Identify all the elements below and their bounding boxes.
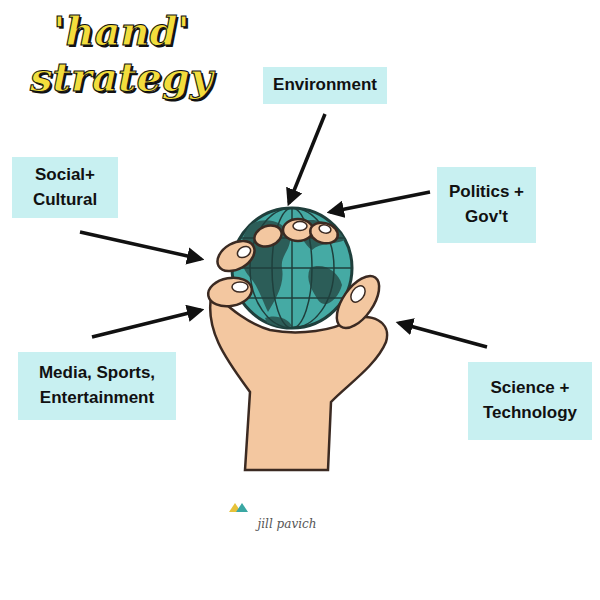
title-heading: 'hand' strategy <box>14 8 229 100</box>
finger-nails <box>232 222 368 305</box>
topic-label: Social+ Cultural <box>22 163 108 212</box>
pointer-arrows <box>80 114 487 347</box>
topic-box: Social+ Cultural <box>12 157 118 218</box>
topic-label: Environment <box>273 73 377 98</box>
topic-label: Media, Sports, Entertainment <box>28 361 166 410</box>
topic-label: Science + Technology <box>478 376 582 425</box>
topic-box: Media, Sports, Entertainment <box>18 352 176 420</box>
logo-mark <box>229 503 248 512</box>
topic-label: Politics + Gov't <box>447 180 526 229</box>
topic-box: Environment <box>263 67 387 104</box>
topic-box: Politics + Gov't <box>437 167 536 243</box>
topic-box: Science + Technology <box>468 362 592 440</box>
watermark: jill pavich <box>222 517 352 531</box>
hand-fingers <box>206 219 388 335</box>
